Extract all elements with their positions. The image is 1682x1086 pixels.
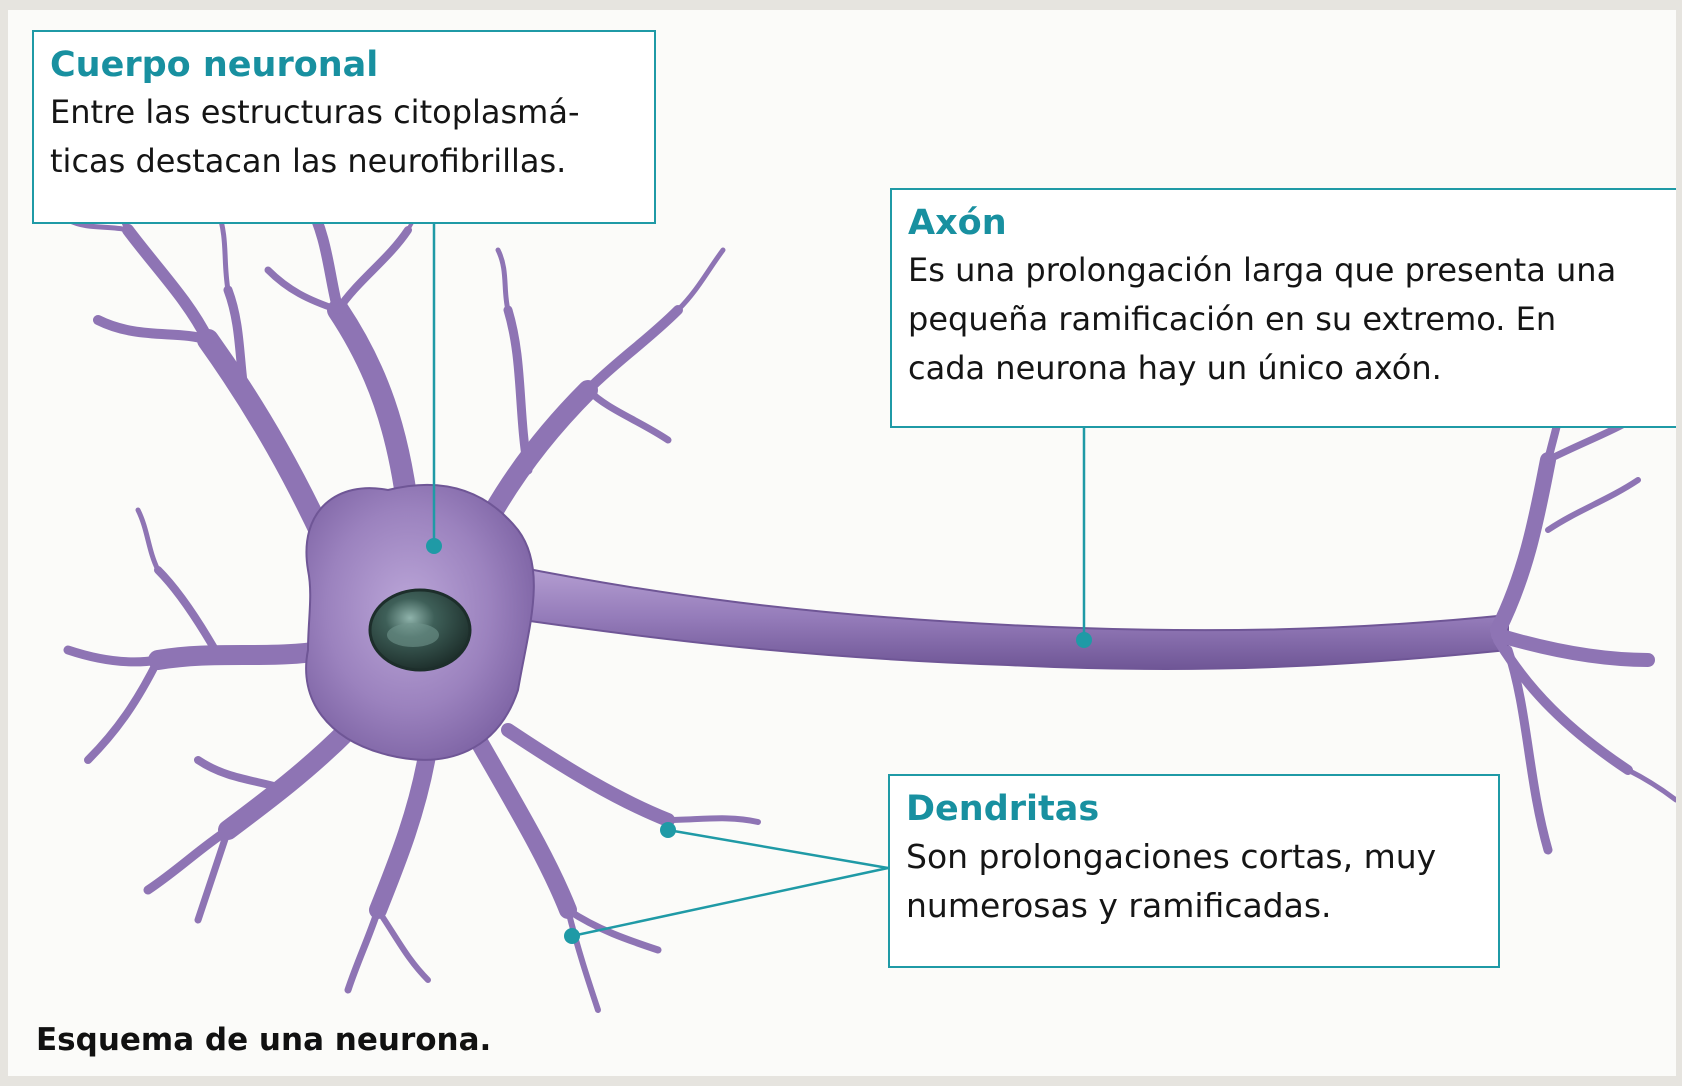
leader-line-dendrita-1: [668, 830, 888, 868]
leader-dot-dendrita-2: [564, 928, 580, 944]
callout-dendritas-line-1: Son prolongaciones cortas, muy: [906, 832, 1482, 881]
callout-dendritas: Dendritas Son prolongaciones cortas, muy…: [888, 774, 1500, 968]
callout-cuerpo-title: Cuerpo neuronal: [50, 42, 638, 88]
figure-page: Cuerpo neuronal Entre las estructuras ci…: [8, 10, 1676, 1076]
callout-axon: Axón Es una prolongación larga que prese…: [890, 188, 1676, 428]
axon-shape: [488, 565, 1508, 669]
callout-cuerpo-neuronal: Cuerpo neuronal Entre las estructuras ci…: [32, 30, 656, 224]
callout-axon-line-1: Es una prolongación larga que presenta u…: [908, 246, 1674, 295]
leader-dot-cuerpo: [426, 538, 442, 554]
leader-line-dendrita-2: [572, 868, 888, 936]
callout-axon-title: Axón: [908, 200, 1674, 246]
callout-axon-line-3: cada neurona hay un único axón.: [908, 344, 1674, 393]
callout-cuerpo-line-2: ticas destacan las neurofibrillas.: [50, 137, 638, 186]
callout-cuerpo-line-1: Entre las estructuras citoplasmá-: [50, 88, 638, 137]
callout-axon-line-2: pequeña ramificación en su extremo. En: [908, 295, 1674, 344]
callout-dendritas-line-2: numerosas y ramificadas.: [906, 881, 1482, 930]
leader-dot-dendrita-1: [660, 822, 676, 838]
figure-caption: Esquema de una neurona.: [36, 1022, 491, 1058]
leader-dot-axon: [1076, 632, 1092, 648]
callout-dendritas-title: Dendritas: [906, 786, 1482, 832]
